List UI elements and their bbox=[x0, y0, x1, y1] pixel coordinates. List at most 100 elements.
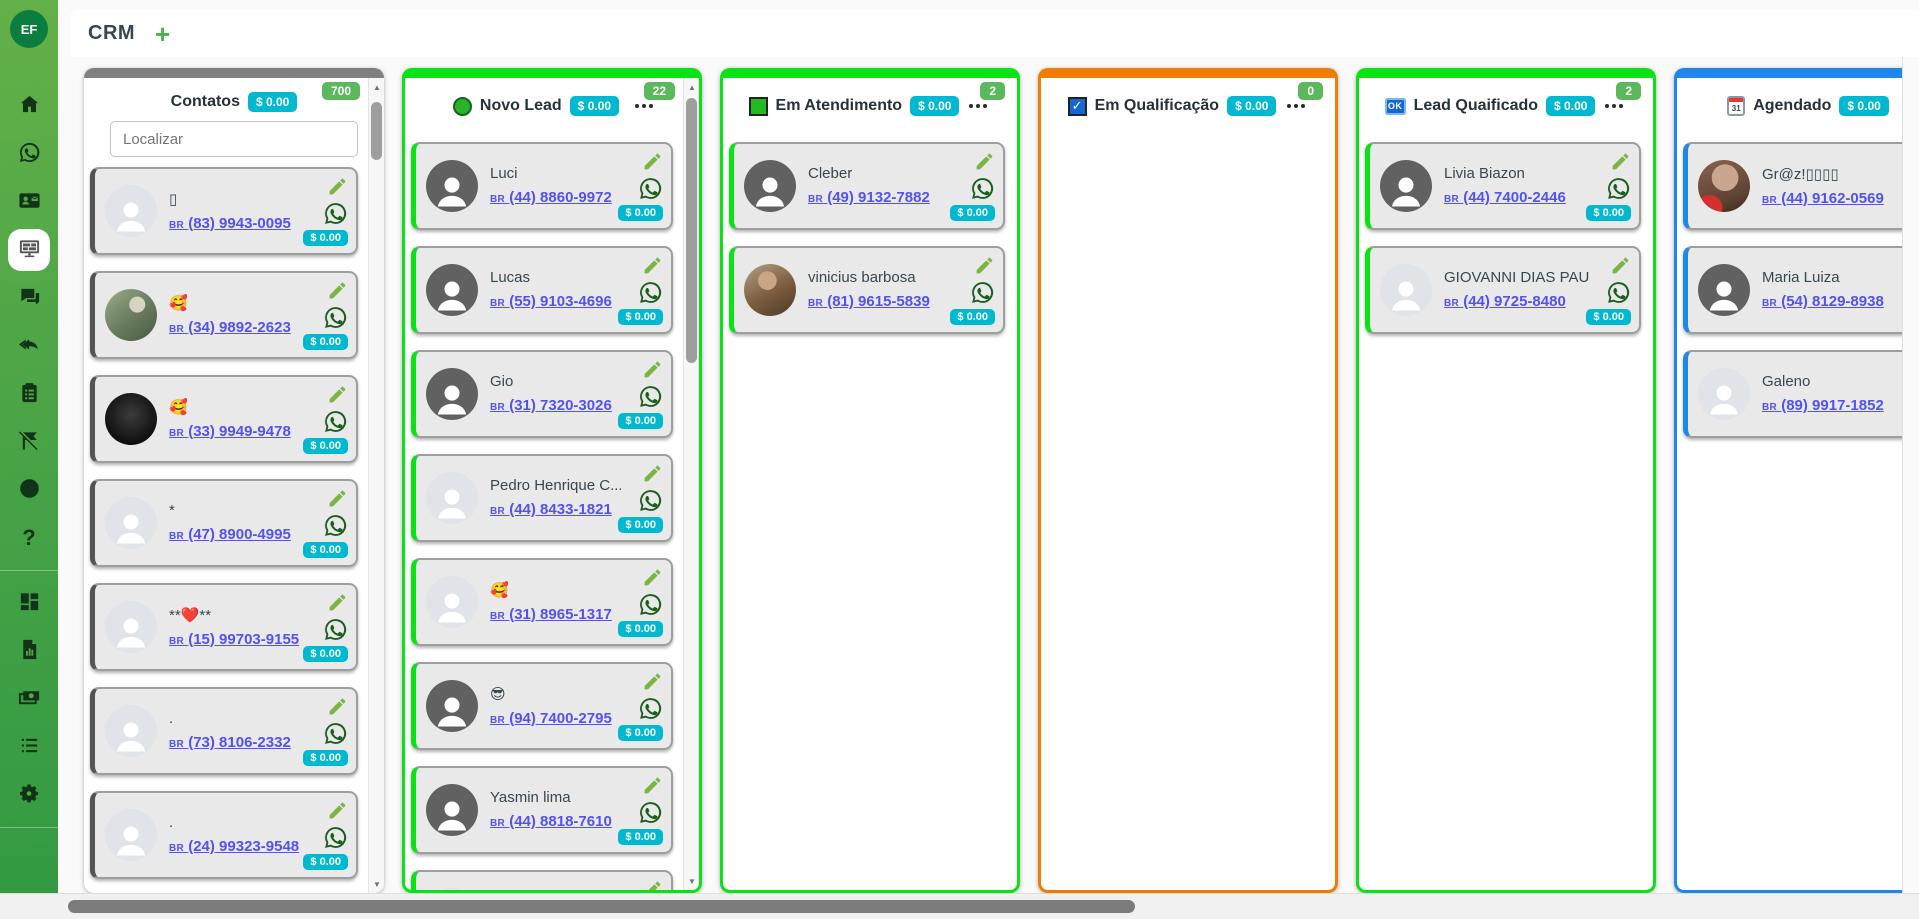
whatsapp-icon[interactable] bbox=[638, 384, 663, 409]
contact-phone-link[interactable]: BR (31) 8965-1317 bbox=[490, 606, 612, 623]
contact-card[interactable]: .BR (73) 8106-2332$ 0.00 bbox=[90, 687, 358, 775]
scroll-down-arrow[interactable]: ▼ bbox=[373, 879, 381, 889]
contact-card[interactable]: 🥰BR (34) 9892-2623$ 0.00 bbox=[90, 271, 358, 359]
column-scrollbar-thumb[interactable] bbox=[686, 98, 697, 363]
column-scrollbar[interactable]: ▲▼ bbox=[368, 78, 384, 893]
whatsapp-icon[interactable] bbox=[323, 825, 348, 850]
whatsapp-icon[interactable] bbox=[323, 617, 348, 642]
contact-card[interactable]: .BR (24) 99323-9548$ 0.00 bbox=[90, 791, 358, 879]
contact-card[interactable]: 🥰BR (33) 9949-9478$ 0.00 bbox=[90, 375, 358, 463]
whatsapp-icon[interactable] bbox=[970, 280, 995, 305]
contact-phone-link[interactable]: BR (44) 8433-1821 bbox=[490, 501, 612, 518]
contact-phone-link[interactable]: BR (33) 9949-9478 bbox=[169, 423, 291, 440]
search-input[interactable] bbox=[110, 121, 358, 157]
column-scrollbar-thumb[interactable] bbox=[371, 102, 382, 160]
column-menu-button[interactable] bbox=[635, 104, 653, 108]
contact-card[interactable]: ▯BR (83) 9943-0095$ 0.00 bbox=[90, 167, 358, 255]
sidebar-item-settings[interactable] bbox=[9, 771, 49, 819]
page-vertical-scrollbar[interactable] bbox=[1902, 57, 1919, 893]
edit-button[interactable] bbox=[327, 592, 348, 613]
contact-phone-link[interactable]: BR (44) 7400-2446 bbox=[1444, 189, 1566, 206]
edit-button[interactable] bbox=[327, 696, 348, 717]
contact-card[interactable]: 😎BR (94) 7400-2795$ 0.00 bbox=[411, 662, 673, 750]
whatsapp-icon[interactable] bbox=[970, 176, 995, 201]
edit-button[interactable] bbox=[642, 463, 663, 484]
edit-button[interactable] bbox=[642, 775, 663, 796]
contact-phone-link[interactable]: BR (24) 99323-9548 bbox=[169, 838, 299, 855]
sidebar-item-crm-board[interactable] bbox=[8, 229, 50, 271]
contact-phone-link[interactable]: BR (55) 9103-4696 bbox=[490, 293, 612, 310]
edit-button[interactable] bbox=[642, 567, 663, 588]
contact-card[interactable]: GIOVANNI DIAS PAU...BR (44) 9725-8480$ 0… bbox=[1365, 246, 1641, 334]
contact-phone-link[interactable]: BR (34) 9892-2623 bbox=[169, 319, 291, 336]
edit-button[interactable] bbox=[974, 151, 995, 172]
contact-phone-link[interactable]: BR (49) 9132-7882 bbox=[808, 189, 930, 206]
contact-phone-link[interactable]: BR (73) 8106-2332 bbox=[169, 734, 291, 751]
contact-phone-link[interactable]: BR (81) 9615-5839 bbox=[808, 293, 930, 310]
column-menu-button[interactable] bbox=[969, 104, 987, 108]
whatsapp-icon[interactable] bbox=[323, 721, 348, 746]
sidebar-item-tasks[interactable] bbox=[9, 370, 49, 418]
edit-button[interactable] bbox=[642, 255, 663, 276]
contact-card[interactable]: **❤️**BR (15) 99703-9155$ 0.00 bbox=[90, 583, 358, 671]
sidebar-item-home[interactable] bbox=[9, 82, 49, 130]
contact-phone-link[interactable]: BR (89) 9917-1852 bbox=[1762, 397, 1884, 414]
contact-card[interactable]: *BR (47) 8900-4995$ 0.00 bbox=[90, 479, 358, 567]
sidebar-item-help[interactable]: ? bbox=[9, 514, 49, 562]
add-board-button[interactable]: + bbox=[155, 18, 171, 49]
whatsapp-icon[interactable] bbox=[323, 513, 348, 538]
sidebar-item-financial[interactable] bbox=[9, 675, 49, 723]
sidebar-item-whatsapp[interactable] bbox=[9, 130, 49, 178]
edit-button[interactable] bbox=[327, 280, 348, 301]
contact-phone-link[interactable]: BR (44) 8818-7610 bbox=[490, 813, 612, 830]
contact-card[interactable]: Pedro Henrique C...BR (44) 8433-1821$ 0.… bbox=[411, 454, 673, 542]
sidebar-item-chats[interactable] bbox=[9, 274, 49, 322]
contact-phone-link[interactable]: BR (47) 8900-4995 bbox=[169, 526, 291, 543]
edit-button[interactable] bbox=[327, 488, 348, 509]
horizontal-scrollbar[interactable] bbox=[0, 893, 1919, 919]
contact-phone-link[interactable]: BR (44) 9725-8480 bbox=[1444, 293, 1566, 310]
whatsapp-icon[interactable] bbox=[638, 488, 663, 513]
whatsapp-icon[interactable] bbox=[638, 592, 663, 617]
whatsapp-icon[interactable] bbox=[1606, 280, 1631, 305]
whatsapp-icon[interactable] bbox=[638, 696, 663, 721]
contact-phone-link[interactable]: BR (94) 7400-2795 bbox=[490, 710, 612, 727]
horizontal-scrollbar-thumb[interactable] bbox=[68, 900, 1135, 913]
whatsapp-icon[interactable] bbox=[323, 201, 348, 226]
edit-button[interactable] bbox=[642, 359, 663, 380]
edit-button[interactable] bbox=[1610, 255, 1631, 276]
contact-phone-link[interactable]: BR (44) 8860-9972 bbox=[490, 189, 612, 206]
edit-button[interactable] bbox=[327, 176, 348, 197]
sidebar-item-reports[interactable] bbox=[9, 627, 49, 675]
scroll-up-arrow[interactable]: ▲ bbox=[373, 82, 381, 92]
contact-card[interactable]: 🥰BR (31) 8965-1317$ 0.00 bbox=[411, 558, 673, 646]
column-scrollbar[interactable]: ▲▼ bbox=[683, 78, 699, 890]
column-menu-button[interactable] bbox=[1287, 104, 1305, 108]
edit-button[interactable] bbox=[1610, 151, 1631, 172]
edit-button[interactable] bbox=[974, 255, 995, 276]
whatsapp-icon[interactable] bbox=[323, 409, 348, 434]
sidebar-item-quick-replies[interactable] bbox=[9, 322, 49, 370]
whatsapp-icon[interactable] bbox=[638, 800, 663, 825]
sidebar-item-schedules[interactable] bbox=[9, 466, 49, 514]
column-menu-button[interactable] bbox=[1605, 104, 1623, 108]
contact-phone-link[interactable]: BR (15) 99703-9155 bbox=[169, 631, 299, 648]
user-avatar[interactable]: EF bbox=[10, 10, 48, 48]
sidebar-item-campaigns[interactable] bbox=[9, 418, 49, 466]
contact-card[interactable] bbox=[411, 870, 673, 890]
whatsapp-icon[interactable] bbox=[638, 176, 663, 201]
edit-button[interactable] bbox=[642, 671, 663, 692]
edit-button[interactable] bbox=[642, 879, 663, 890]
scroll-down-arrow[interactable]: ▼ bbox=[688, 876, 696, 886]
sidebar-item-dashboard[interactable] bbox=[9, 579, 49, 627]
contact-phone-link[interactable]: BR (54) 8129-8938 bbox=[1762, 293, 1884, 310]
scroll-up-arrow[interactable]: ▲ bbox=[688, 82, 696, 92]
sidebar-item-queues[interactable] bbox=[9, 723, 49, 771]
